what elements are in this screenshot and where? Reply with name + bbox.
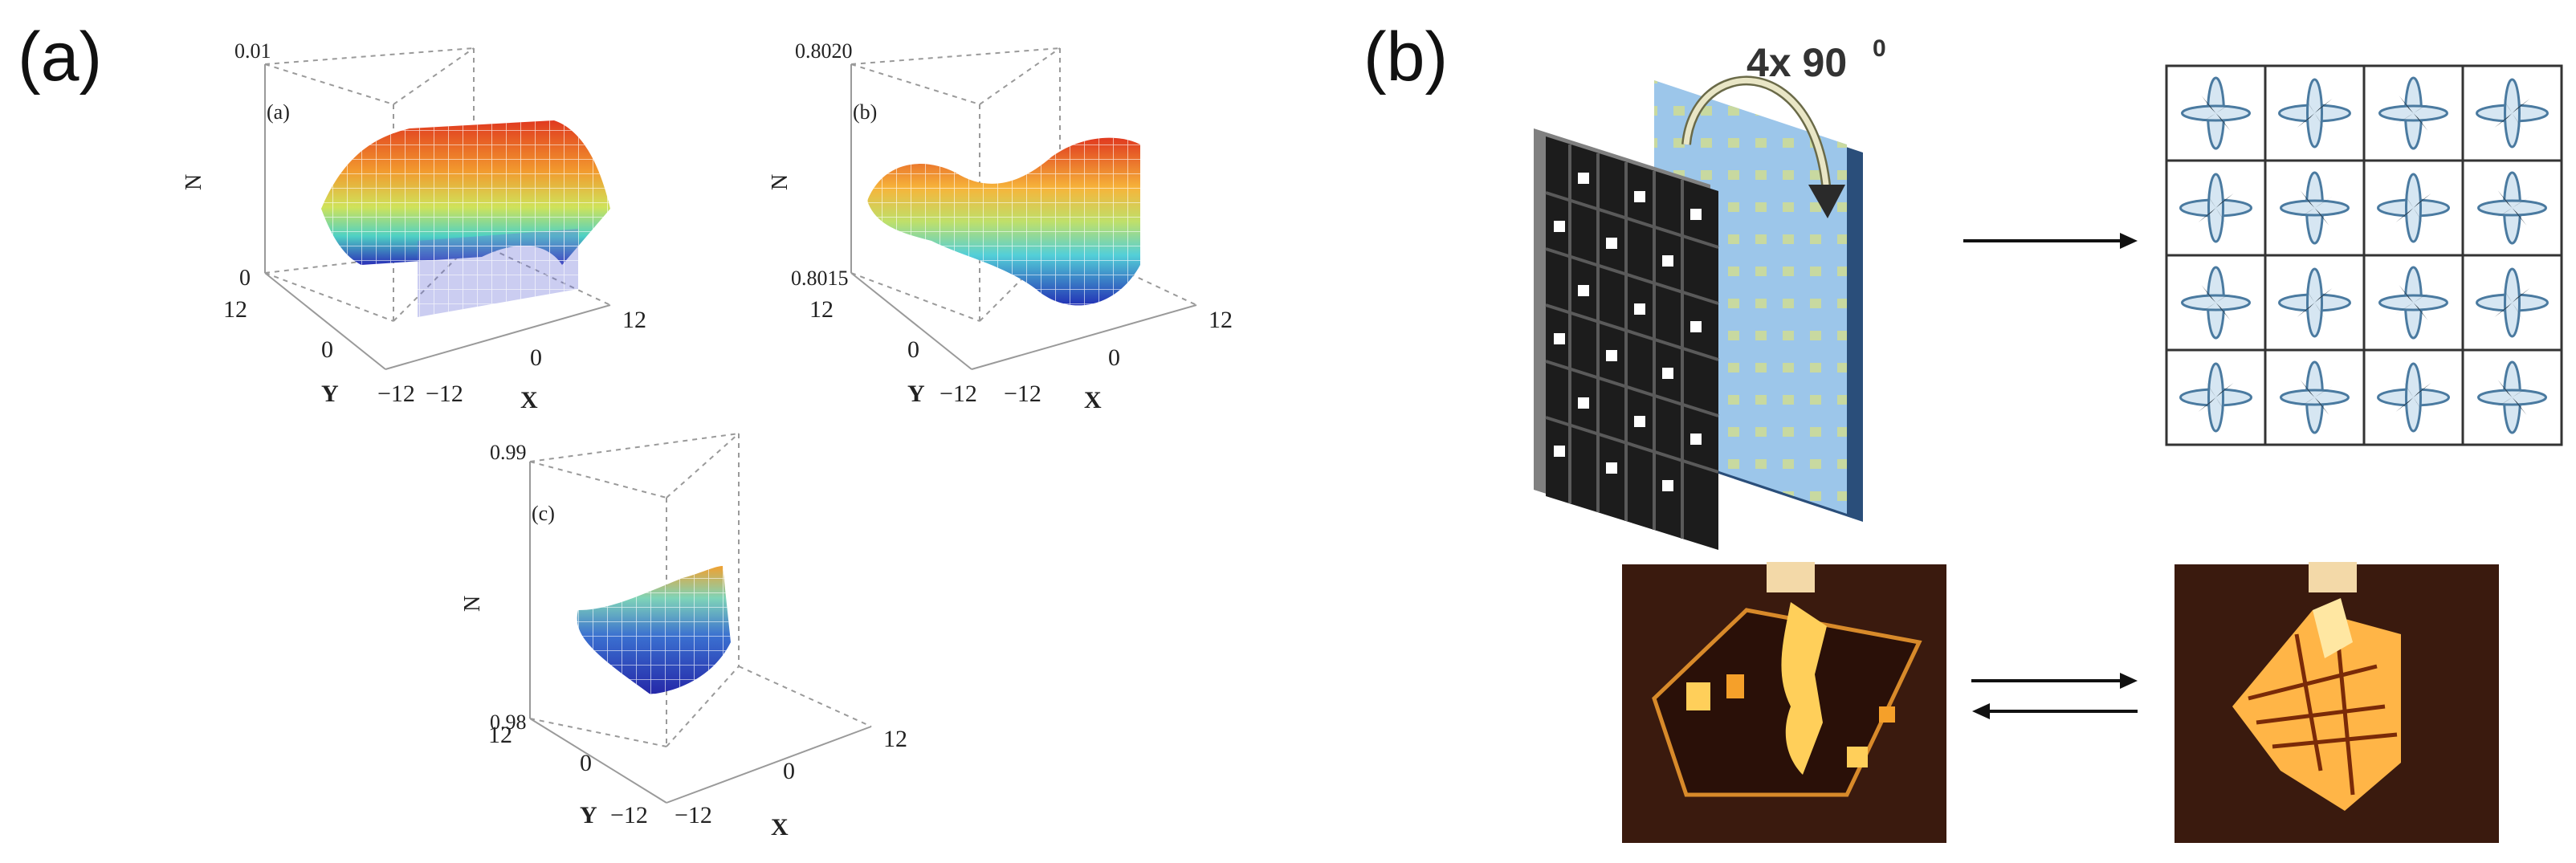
petal-cell <box>2181 76 2251 150</box>
plot-a-sublabel: (a) <box>267 100 290 124</box>
panel-label-b: (b) <box>1363 18 1449 96</box>
plot-b-xmin: −12 <box>1004 381 1041 407</box>
petal-cell <box>2278 267 2351 338</box>
plot-b-xlabel: X <box>1084 387 1102 413</box>
plot-b-xmax: 12 <box>1209 307 1233 333</box>
plot-c-yzero: 0 <box>580 750 592 776</box>
plot-c-ylabel: Y <box>580 802 597 828</box>
petal-cell <box>2378 266 2448 340</box>
petal-cell <box>2181 266 2251 340</box>
rotation-label: 4x 90 <box>1747 40 1847 85</box>
plot-c-sublabel: (c) <box>532 502 555 525</box>
petal-cell <box>2378 76 2448 150</box>
plot-a-xmin: −12 <box>426 381 463 407</box>
petal-cell <box>2476 78 2549 149</box>
plot-a-ymax: 12 <box>223 296 247 323</box>
plot-b-xzero: 0 <box>1108 344 1120 371</box>
petal-cell <box>2280 360 2350 434</box>
plot-a-xlabel: X <box>520 387 538 413</box>
plot-c-xzero: 0 <box>783 758 795 784</box>
photo-flat-sheet <box>1622 562 1946 843</box>
surface-plot-b: (b) 0.8020 0.8015 N 12 0 Y −12 −12 0 12 … <box>768 39 1233 413</box>
plot-b-sublabel: (b) <box>853 100 877 124</box>
surface-plot-a: (a) 0.01 0 N 12 0 −12 Y −12 0 12 X <box>181 39 646 413</box>
petal-cell <box>2477 171 2547 245</box>
photo-folded-sheet <box>2175 562 2499 843</box>
petal-cell <box>2377 173 2450 243</box>
plot-c-xlabel: X <box>771 814 789 841</box>
petal-cell <box>2377 362 2450 433</box>
plot-b-zlabel: N <box>768 174 793 190</box>
petal-cell <box>2476 267 2549 338</box>
plot-c-zbottom: 0.98 <box>490 710 527 734</box>
surface-plot-c: (c) 0.99 0.98 N 12 0 Y −12 −12 0 12 X <box>460 433 907 841</box>
petal-cell <box>2179 173 2252 243</box>
plot-b-ztop: 0.8020 <box>795 39 853 63</box>
panel-label-a: (a) <box>18 18 103 96</box>
plot-a-xmax: 12 <box>622 307 646 333</box>
plot-b-zbottom: 0.8015 <box>791 267 849 290</box>
petal-cell <box>2477 360 2547 434</box>
rotation-superscript: 0 <box>1873 35 1886 62</box>
petal-cell <box>2179 362 2252 433</box>
plot-a-yzero: 0 <box>321 336 333 363</box>
petal-cell <box>2280 171 2350 245</box>
plot-b-ylabel: Y <box>907 381 925 407</box>
plot-c-xmax: 12 <box>883 726 907 752</box>
plot-b-ymax: 12 <box>809 296 834 323</box>
black-grid-layer <box>1534 128 1719 550</box>
plot-a-zbottom: 0 <box>239 266 251 291</box>
plot-c-zlabel: N <box>460 596 485 612</box>
plot-a-ymin: −12 <box>377 381 415 407</box>
petal-grid <box>2165 64 2563 446</box>
petal-cell <box>2278 78 2351 149</box>
plot-a-zlabel: N <box>181 174 206 190</box>
plot-c-ztop: 0.99 <box>490 441 527 464</box>
plot-a-ztop: 0.01 <box>234 39 271 63</box>
plot-b-ymin: −12 <box>940 381 977 407</box>
reversible-arrows <box>1971 673 2138 719</box>
plot-b-yzero: 0 <box>907 336 919 363</box>
plot-a-xzero: 0 <box>530 344 542 371</box>
plot-c-ymin: −12 <box>610 802 648 828</box>
plot-c-ymax: 12 <box>488 722 512 748</box>
plot-a-ylabel: Y <box>321 381 339 407</box>
right-arrow <box>1963 233 2138 249</box>
rotation-arrow <box>1681 75 1845 218</box>
plot-c-xmin: −12 <box>675 802 712 828</box>
